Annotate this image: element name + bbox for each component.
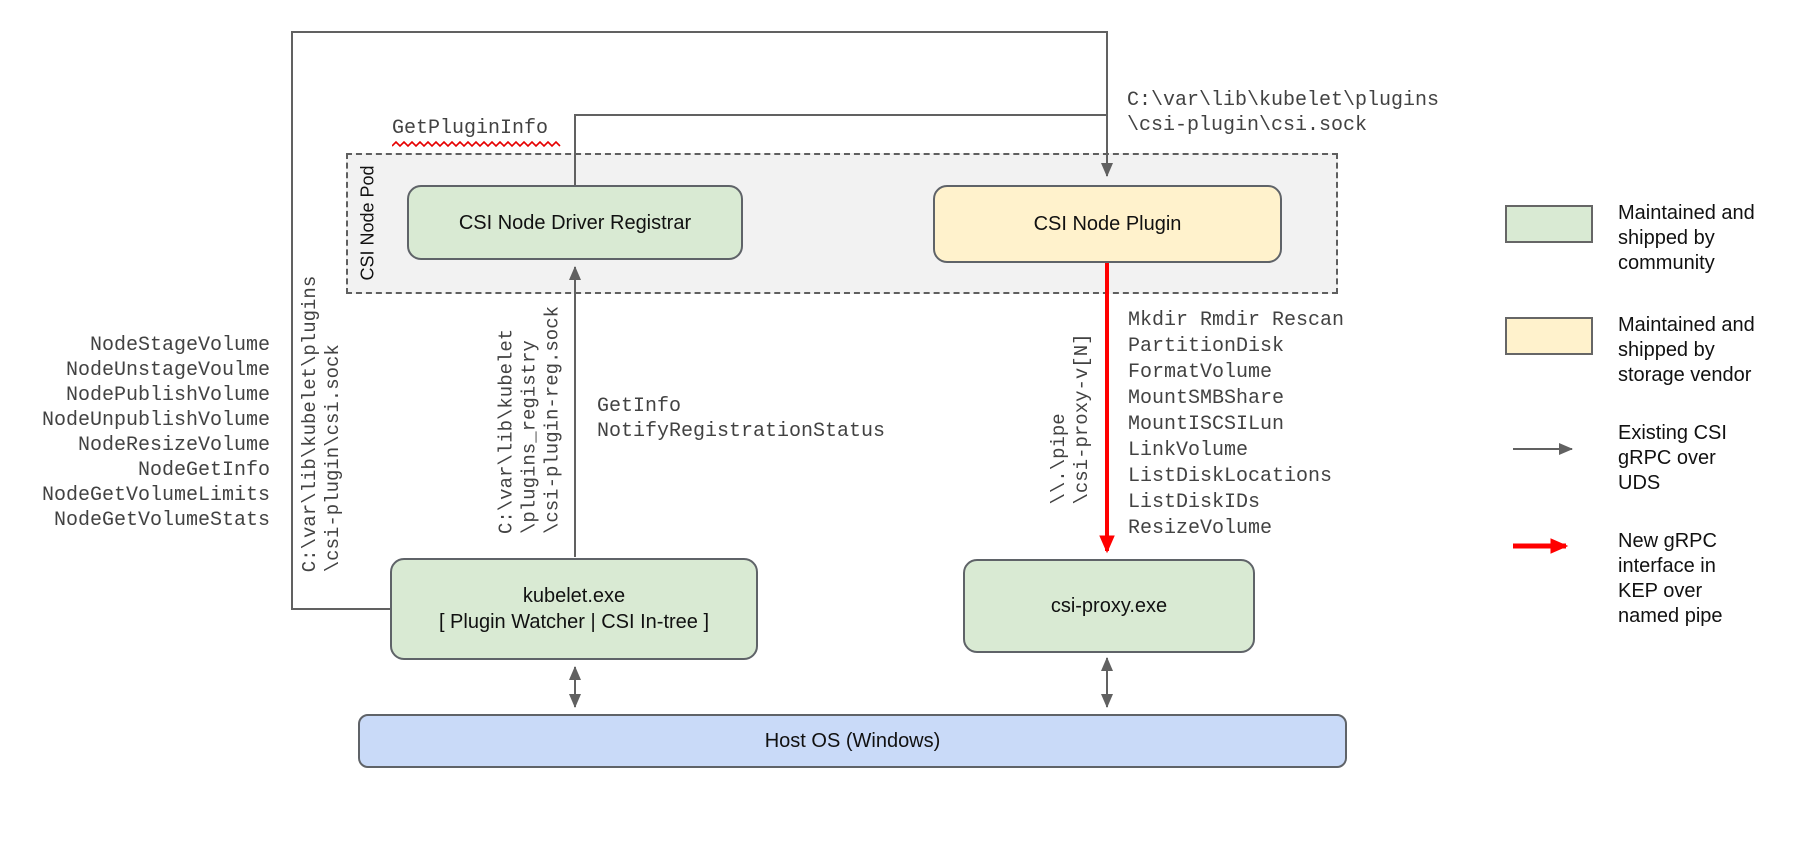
kubelet-label-line2: [ Plugin Watcher | CSI In-tree ] (438, 611, 710, 633)
csi-sock-path-rotated: C:\var\lib\kubelet\plugins \csi-plugin\c… (299, 275, 344, 573)
legend-vendor-text: Maintained and shipped by storage vendor (1618, 314, 1755, 386)
csi-node-pod-label: CSI Node Pod (357, 165, 378, 281)
legend-new-grpc-text: New gRPC interface in KEP over named pip… (1618, 530, 1723, 627)
kubelet-label-line1: kubelet.exe (522, 585, 626, 607)
csi-node-plugin-box: CSI Node Plugin (933, 185, 1282, 263)
proxy-api-item: MountSMBShare (1128, 387, 1285, 410)
node-rpc-item: NodeUnpublishVolume (41, 409, 270, 432)
proxy-api-item: PartitionDisk (1128, 335, 1285, 358)
red-squiggle-underline (392, 141, 561, 148)
get-plugin-info-line (574, 114, 1107, 185)
named-pipe-path-rotated: \\.\pipe \csi-proxy-v[N] (1048, 333, 1093, 505)
registration-rpc-label: GetInfo NotifyRegistrationStatus (597, 395, 886, 443)
legend-existing-grpc-text: Existing CSI gRPC over UDS (1618, 422, 1727, 494)
legend-community-text: Maintained and shipped by community (1618, 202, 1755, 274)
node-rpc-item: NodeGetInfo (137, 459, 270, 482)
node-rpc-list: NodeStageVolume NodeUnstageVoulme NodePu… (42, 333, 270, 533)
registration-sock-path-rotated: C:\var\lib\kubelet \plugins_registry \cs… (495, 305, 564, 535)
proxy-api-item: Mkdir Rmdir Rescan (1128, 309, 1345, 332)
kubelet-box: kubelet.exe [ Plugin Watcher | CSI In-tr… (390, 558, 758, 660)
uds-kubelet-to-plugin-line (291, 31, 1113, 610)
proxy-api-item: LinkVolume (1128, 439, 1249, 462)
proxy-api-item: ResizeVolume (1128, 517, 1273, 540)
proxy-api-item: ListDiskIDs (1128, 491, 1261, 514)
proxy-api-item: FormatVolume (1128, 361, 1273, 384)
csi-proxy-label: csi-proxy.exe (1050, 595, 1168, 617)
host-os-label: Host OS (Windows) (764, 730, 941, 752)
node-rpc-item: NodePublishVolume (65, 384, 270, 407)
get-plugin-info-label: GetPluginInfo (392, 118, 562, 148)
legend-community-swatch (1505, 205, 1593, 243)
node-rpc-item: NodeResizeVolume (77, 434, 270, 457)
node-rpc-item: NodeStageVolume (89, 334, 270, 357)
proxy-api-item: ListDiskLocations (1128, 465, 1333, 488)
csi-proxy-box: csi-proxy.exe (963, 559, 1255, 653)
registrar-label: CSI Node Driver Registrar (458, 211, 692, 234)
legend-vendor-swatch (1505, 317, 1593, 355)
csi-sock-path-top: C:\var\lib\kubelet\plugins \csi-plugin\c… (1127, 89, 1440, 137)
node-rpc-item: NodeGetVolumeLimits (41, 484, 270, 507)
proxy-api-list: Mkdir Rmdir Rescan PartitionDisk FormatV… (1128, 308, 1344, 542)
csi-node-driver-registrar-box: CSI Node Driver Registrar (407, 185, 743, 260)
plugin-label: CSI Node Plugin (1033, 213, 1182, 235)
node-rpc-item: NodeGetVolumeStats (53, 509, 270, 532)
proxy-api-item: MountISCSILun (1128, 413, 1285, 436)
host-os-box: Host OS (Windows) (358, 714, 1347, 768)
node-rpc-item: NodeUnstageVoulme (65, 359, 270, 382)
